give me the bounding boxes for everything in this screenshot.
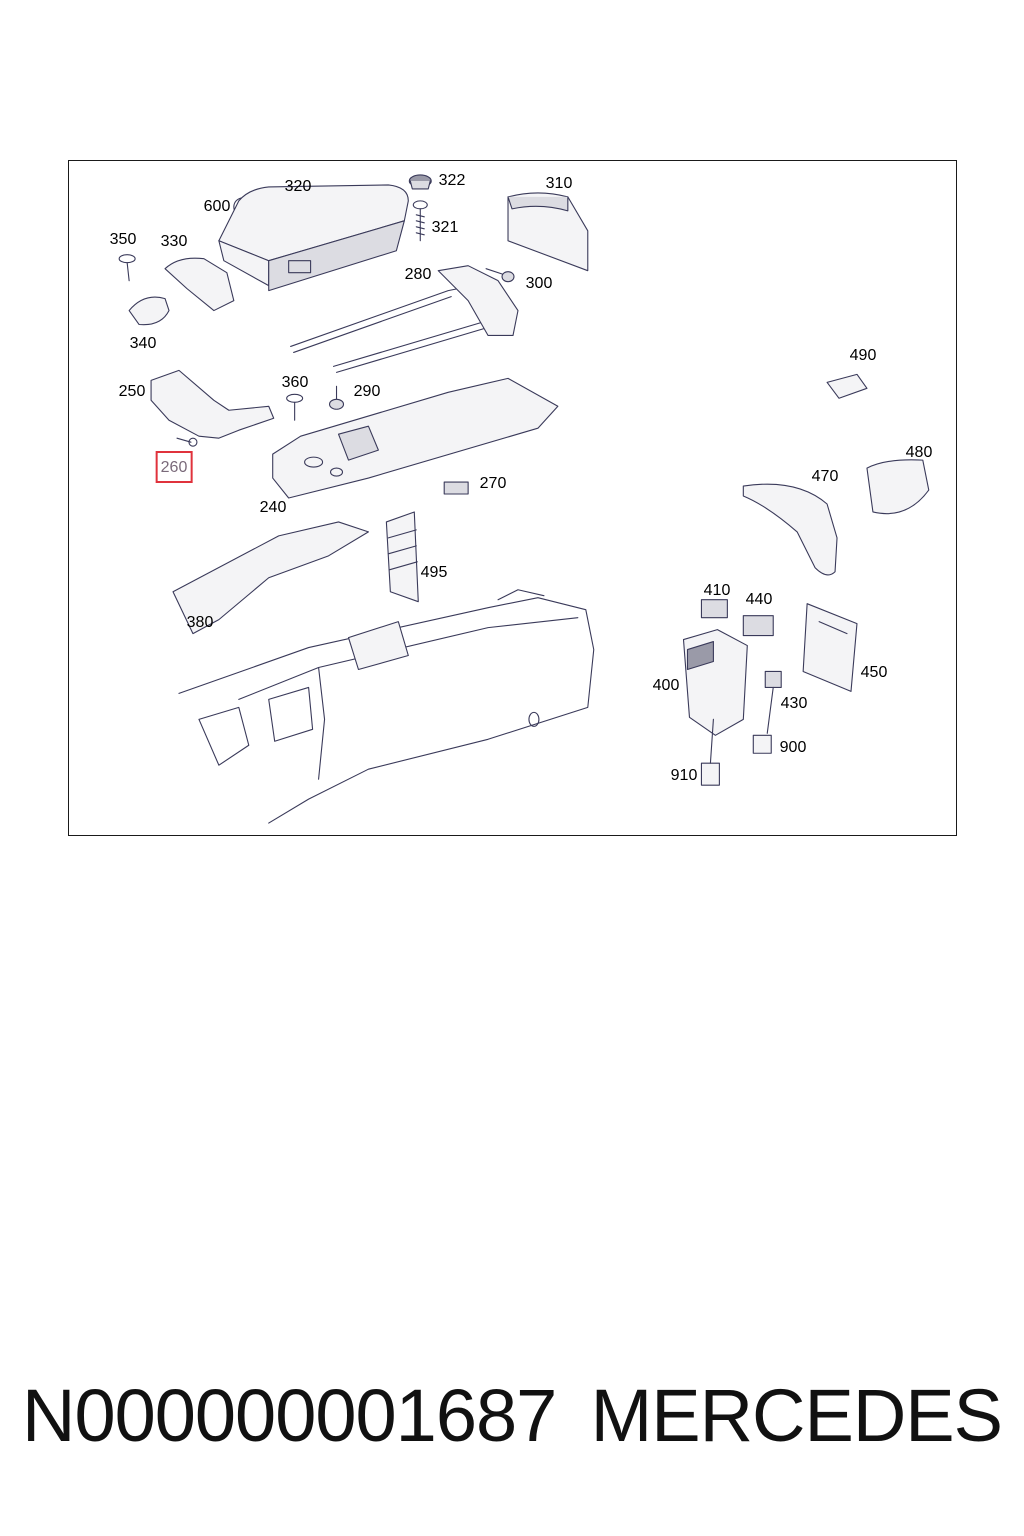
callout-280: 280 [404,266,432,283]
callout-430: 430 [780,695,808,712]
part-240-center-bezel [272,377,559,499]
part-350-screw [118,254,136,282]
brand-name: MERCEDES [590,1374,1003,1457]
part-290-screw [328,385,345,410]
callout-410: 410 [703,582,731,599]
part-410-connector [700,599,728,619]
callout-910: 910 [670,767,698,784]
callout-470: 470 [811,468,839,485]
part-490-button [826,373,868,399]
parts-illustration [118,174,930,824]
part-340-cap [128,296,170,326]
callout-490: 490 [849,347,877,364]
callout-320: 320 [284,178,312,195]
callout-440: 440 [745,591,773,608]
callout-330: 330 [160,233,188,250]
callout-900: 900 [779,739,807,756]
part-300-bolt [485,268,515,283]
callout-340: 340 [129,335,157,352]
part-495-grille [385,511,419,603]
callout-450: 450 [860,664,888,681]
callout-270: 270 [479,475,507,492]
part-360-screw [286,393,304,421]
part-number: N000000001687 [22,1374,557,1457]
part-470-trim [742,483,838,576]
callout-495: 495 [420,564,448,581]
part-440-connector [742,615,774,637]
callout-290: 290 [353,383,381,400]
part-260-fastener [176,437,198,447]
callout-322: 322 [438,172,466,189]
part-450-plate [802,603,858,692]
part-310-cover [507,192,589,272]
callout-400: 400 [652,677,680,694]
footer: N000000001687 MERCEDES [0,1375,1024,1465]
part-280-slide-mechanism [290,265,519,373]
callout-480: 480 [905,444,933,461]
callout-360: 360 [281,374,309,391]
part-910-block [700,718,720,786]
exploded-parts-diagram: 600 320 322 310 350 330 321 280 300 340 … [68,160,957,836]
callout-380: 380 [186,614,214,631]
part-430-plug [764,670,782,734]
callout-260-highlighted: 260 [155,451,193,483]
part-330-trim [164,257,235,312]
callout-350: 350 [109,231,137,248]
part-400-housing [682,629,748,736]
callout-250: 250 [118,383,146,400]
part-321-screw [412,200,428,242]
part-480-pad [866,459,930,515]
part-270-switch [443,481,469,495]
callout-321: 321 [431,219,459,236]
part-250-bracket [150,369,275,439]
part-320-armrest-lid [218,184,409,292]
part-900-block [752,734,772,754]
callout-600: 600 [203,198,231,215]
callout-300: 300 [525,275,553,292]
part-380-trim-strip [172,521,369,635]
callout-240: 240 [259,499,287,516]
part-322-knob [408,174,432,190]
callout-310: 310 [545,175,573,192]
center-console-base [178,589,595,824]
